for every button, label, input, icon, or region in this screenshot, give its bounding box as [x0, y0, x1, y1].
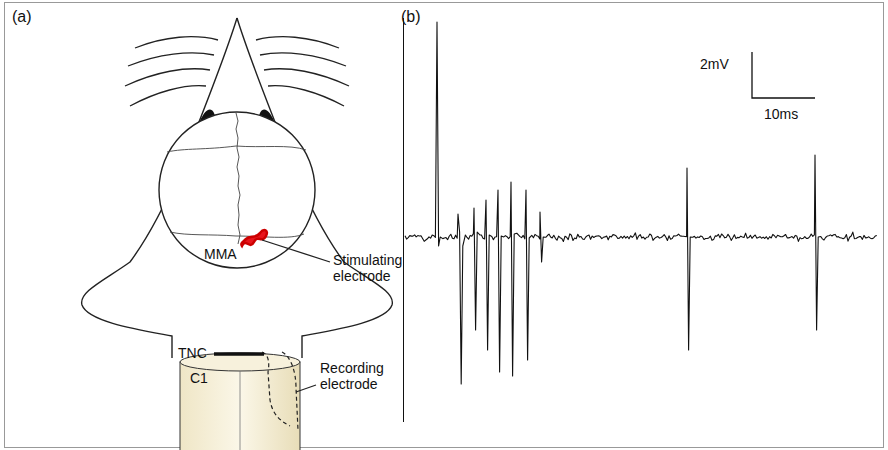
scale-label: 10ms: [764, 106, 798, 122]
panel-letter: (b): [401, 8, 421, 26]
scale-bar: [752, 52, 815, 98]
recording-trace: [405, 22, 877, 384]
electrode-label: Stimulating electrode: [333, 252, 405, 284]
structure-label: C1: [190, 370, 208, 386]
recording-electrode-lead: [296, 385, 316, 392]
spinal-cord: [180, 352, 300, 450]
stimulating-electrode-lead: [262, 240, 330, 262]
trace-line: [405, 22, 877, 384]
cranial-window: [159, 112, 315, 268]
structure-label: MMA: [204, 246, 237, 262]
skull-sutures: [167, 113, 306, 244]
stimulus-artifact: [403, 18, 404, 422]
panel-letter: (a): [12, 8, 32, 26]
tnc-marker: [214, 352, 264, 356]
figure-frame: [5, 3, 884, 448]
rat-head: [82, 18, 393, 358]
whiskers: [125, 37, 349, 106]
scale-label: 2mV: [700, 56, 729, 72]
structure-label: TNC: [178, 345, 207, 361]
mma-vessel: [241, 230, 267, 246]
electrode-label: Recording electrode: [320, 360, 398, 392]
